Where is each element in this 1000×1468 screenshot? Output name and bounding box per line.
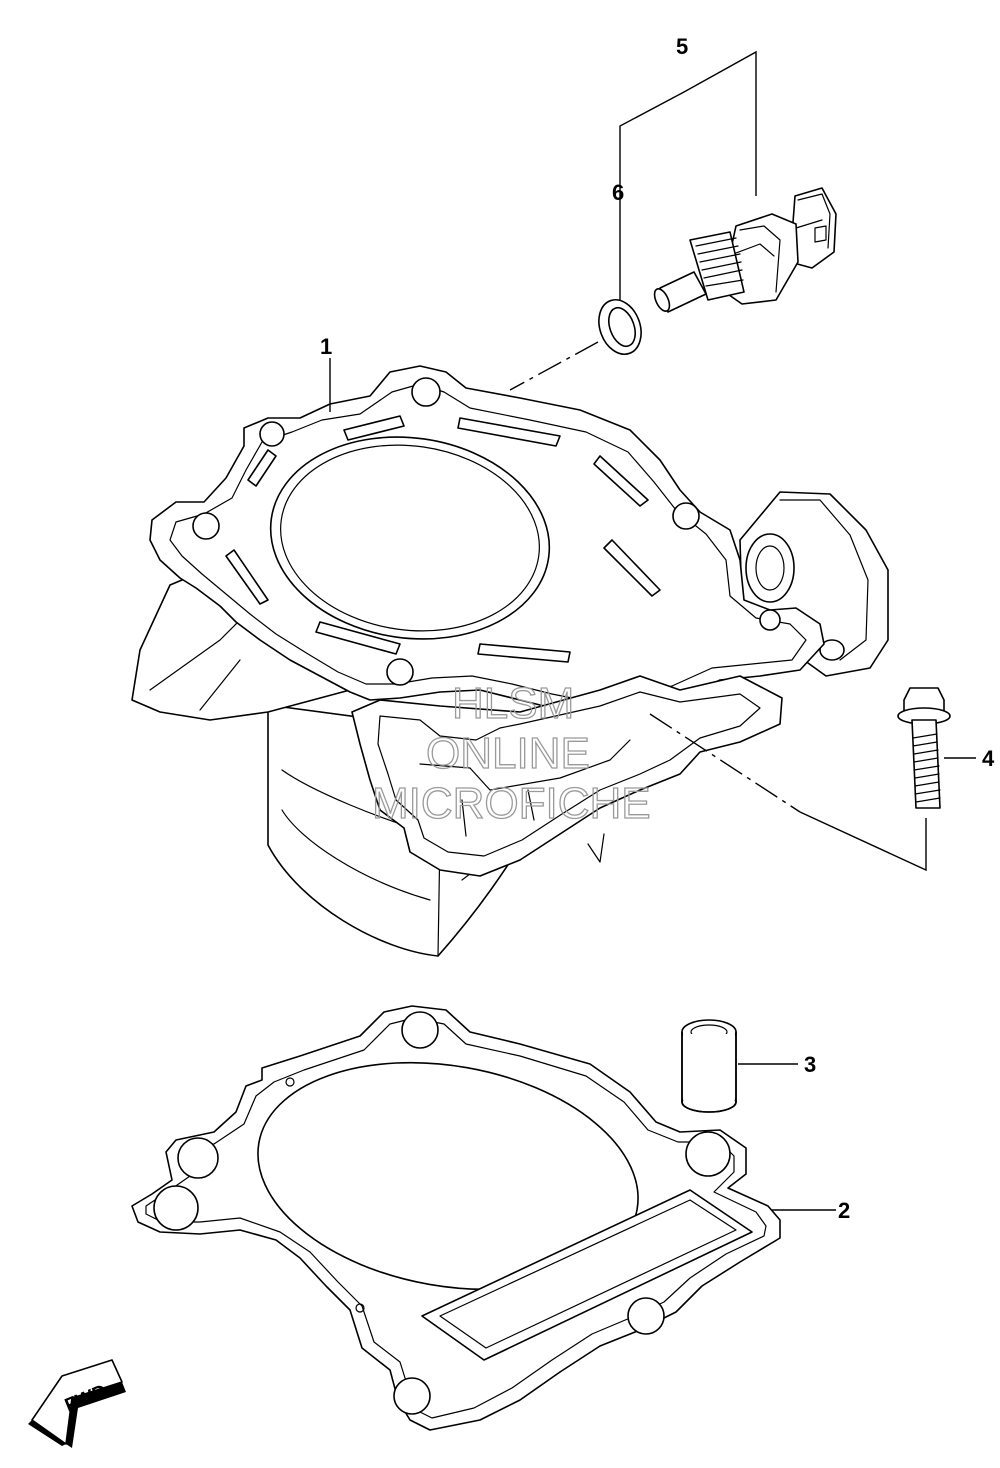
- sensor-washer[interactable]: [592, 294, 649, 360]
- temperature-sensor[interactable]: [651, 187, 837, 313]
- bolt-install-line: [649, 713, 801, 813]
- cylinder-base-gasket[interactable]: [131, 1005, 781, 1431]
- callout-5[interactable]: 5: [676, 34, 688, 59]
- callout-1[interactable]: 1: [320, 334, 332, 359]
- watermark-line-1: HLSM: [452, 679, 574, 728]
- dowel-pin[interactable]: [681, 1019, 737, 1113]
- watermark-line-2: ONLINE: [426, 729, 590, 778]
- watermark-line-3: MICROFICHE: [372, 779, 651, 828]
- callout-4[interactable]: 4: [982, 746, 995, 771]
- bolt-install-line-end: [799, 811, 927, 872]
- flange-bolt[interactable]: [897, 687, 951, 809]
- fwd-arrow-icon: [66, 1382, 126, 1448]
- callout-3[interactable]: 3: [804, 1052, 816, 1077]
- sensor-install-line: [509, 341, 599, 391]
- leader-5-6: [619, 50, 757, 300]
- cylinder[interactable]: [131, 365, 889, 957]
- callout-2[interactable]: 2: [838, 1198, 850, 1223]
- callout-6[interactable]: 6: [612, 180, 624, 205]
- forward-direction-badge: FWD: [28, 1359, 126, 1448]
